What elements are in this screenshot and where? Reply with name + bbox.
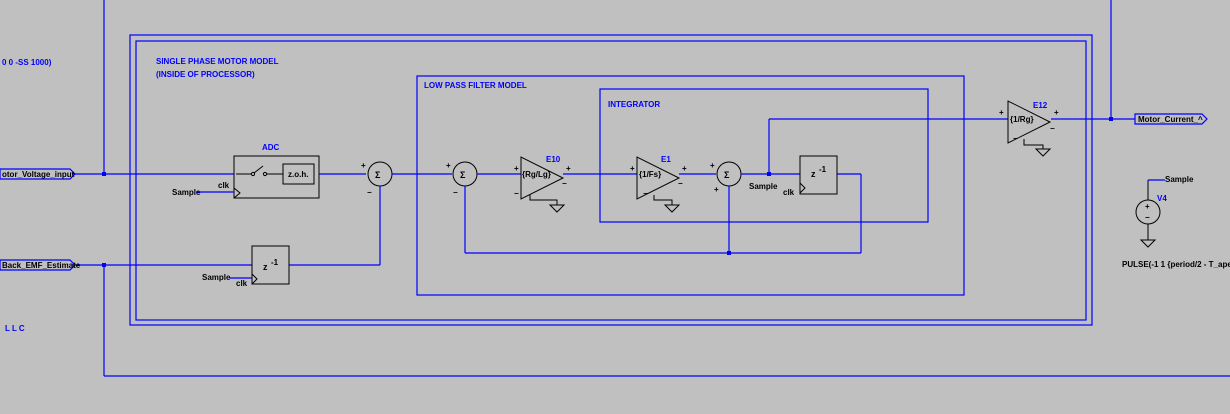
motor-model-title-1: SINGLE PHASE MOTOR MODEL: [156, 57, 279, 66]
svg-text:+: +: [714, 185, 719, 194]
port-motor-current[interactable]: Motor_Current_^: [1134, 113, 1208, 125]
svg-text:+: +: [361, 161, 366, 170]
delay-block-integrator[interactable]: z -1 clk Sample: [749, 155, 838, 197]
gain-e10[interactable]: {Rg/Lg} E10 + − + −: [514, 155, 571, 213]
svg-text:Σ: Σ: [375, 170, 381, 180]
svg-text:E12: E12: [1033, 101, 1048, 110]
svg-text:z: z: [263, 262, 268, 272]
svg-text:{1/Fs}: {1/Fs}: [639, 170, 661, 179]
summer-3[interactable]: Σ + +: [710, 161, 742, 194]
svg-text:−: −: [453, 188, 458, 197]
svg-text:+: +: [710, 161, 715, 170]
svg-text:+: +: [514, 164, 519, 173]
adc-label: ADC: [262, 143, 280, 152]
svg-text:-1: -1: [819, 165, 827, 174]
svg-text:+: +: [566, 164, 571, 173]
integrator-clk-label: clk: [783, 188, 795, 197]
outer-wires: [72, 0, 1230, 377]
svg-text:−: −: [1013, 134, 1018, 143]
sim-directive: 0 0 -SS 1000): [2, 58, 52, 67]
svg-text:+: +: [999, 108, 1004, 117]
v4-node-label: Sample: [1165, 175, 1194, 184]
svg-text:−: −: [562, 179, 567, 188]
svg-text:V4: V4: [1157, 194, 1167, 203]
svg-text:Motor_Current_^: Motor_Current_^: [1138, 115, 1203, 124]
svg-text:+: +: [1145, 202, 1150, 211]
pulse-source-label: PULSE(-1 1 {period/2 - T_aper: [1122, 260, 1230, 269]
svg-text:+: +: [446, 161, 451, 170]
adc-clk-label: clk: [218, 181, 230, 190]
svg-text:−: −: [1145, 213, 1150, 222]
svg-text:+: +: [630, 164, 635, 173]
llc-label: L L C: [5, 324, 25, 333]
svg-text:z: z: [811, 169, 816, 179]
svg-text:+: +: [682, 164, 687, 173]
svg-text:-1: -1: [271, 258, 279, 267]
lpf-title: LOW PASS FILTER MODEL: [424, 81, 527, 90]
motor-model-inner-frame: [135, 40, 1087, 321]
svg-text:+: +: [1054, 108, 1059, 117]
summer-2[interactable]: Σ + −: [446, 161, 478, 197]
summer-1[interactable]: Σ + −: [361, 161, 393, 197]
svg-text:−: −: [514, 189, 519, 198]
svg-text:Σ: Σ: [724, 170, 730, 180]
lpf-frame: [416, 75, 965, 296]
svg-text:Σ: Σ: [460, 170, 466, 180]
gain-e12[interactable]: {1/Rg} E12 + − + −: [999, 100, 1059, 157]
svg-text:−: −: [678, 179, 683, 188]
svg-text:−: −: [367, 188, 372, 197]
svg-text:{Rg/Lg}: {Rg/Lg}: [522, 170, 551, 179]
zoh-label: z.o.h.: [288, 170, 308, 179]
delay-clk-label: clk: [236, 279, 248, 288]
integrator-sample-label: Sample: [749, 182, 778, 191]
svg-text:{1/Rg}: {1/Rg}: [1010, 115, 1034, 124]
svg-text:−: −: [643, 189, 648, 198]
gain-e1[interactable]: {1/Fs} E1 + − + −: [630, 155, 687, 213]
motor-model-outer-frame: [129, 34, 1093, 326]
svg-text:Back_EMF_Estimate: Back_EMF_Estimate: [2, 261, 81, 270]
port-back-emf-estimate[interactable]: Back_EMF_Estimate: [0, 259, 81, 271]
motor-model-title-2: (INSIDE OF PROCESSOR): [156, 70, 255, 79]
integrator-title: INTEGRATOR: [608, 100, 660, 109]
svg-text:−: −: [1050, 124, 1055, 133]
svg-text:otor_Voltage_input: otor_Voltage_input: [2, 170, 75, 179]
voltage-source-v4[interactable]: Sample + − V4: [1135, 175, 1194, 248]
adc-sample-label: Sample: [172, 188, 201, 197]
svg-text:E10: E10: [546, 155, 561, 164]
delay-sample-label: Sample: [202, 273, 231, 282]
svg-text:E1: E1: [661, 155, 671, 164]
port-motor-voltage-input[interactable]: otor_Voltage_input: [0, 168, 76, 180]
integrator-frame: [599, 88, 929, 223]
delay-block-backemf[interactable]: z -1 clk Sample: [202, 245, 290, 288]
adc-block[interactable]: z.o.h. ADC clk Sample: [172, 143, 320, 199]
